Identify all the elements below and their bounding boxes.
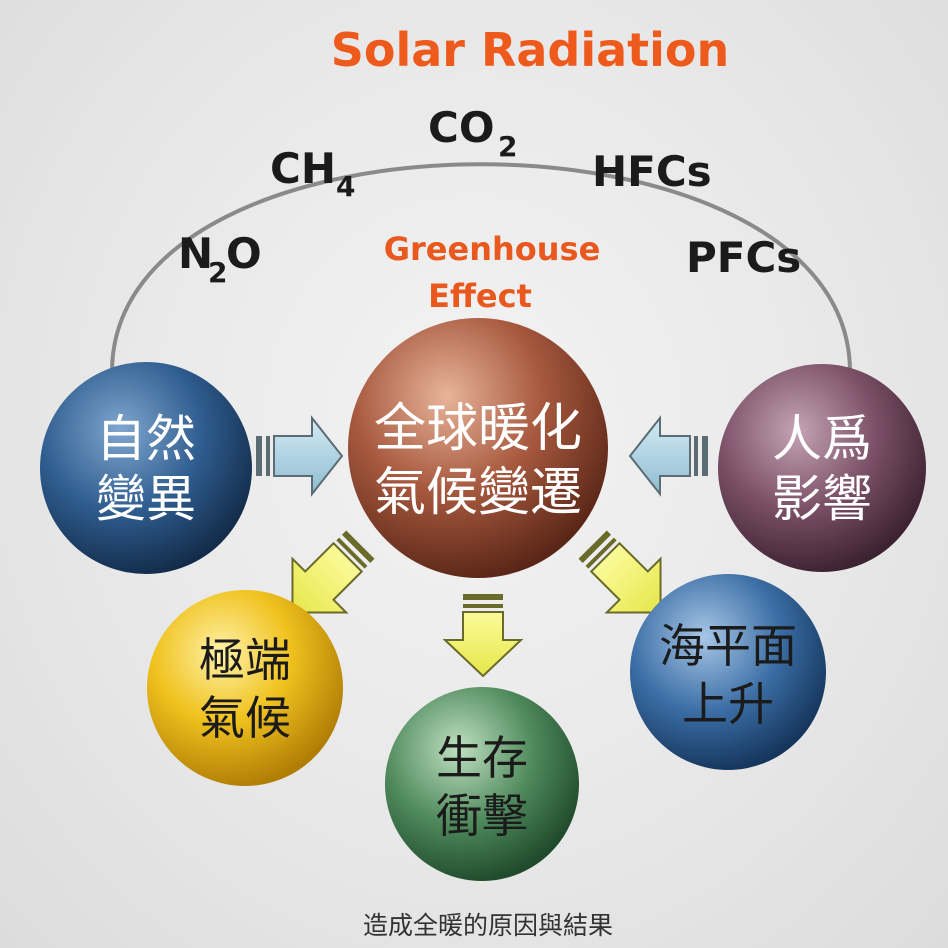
gas-pfcs: PFCs xyxy=(686,233,801,282)
gas-n2o-o: O xyxy=(226,229,262,278)
sphere-human-line2: 影響 xyxy=(772,470,872,528)
gas-ch4-sub: 4 xyxy=(336,170,355,203)
sphere-survival-line2: 衝擊 xyxy=(436,789,528,843)
gas-ch4-main: CH xyxy=(270,144,336,193)
sphere-extreme-line2: 氣候 xyxy=(199,691,291,745)
sphere-human-influence: 人爲 影響 xyxy=(718,364,926,572)
sphere-sealevel-line1: 海平面 xyxy=(659,619,797,673)
greenhouse-line1: Greenhouse xyxy=(384,230,601,268)
sphere-natural-line1: 自然 xyxy=(96,410,196,468)
sphere-survival-line1: 生存 xyxy=(436,731,528,785)
gas-n2o-sub: 2 xyxy=(208,256,227,289)
sphere-center-line2: 氣候變遷 xyxy=(374,463,582,523)
greenhouse-line2: Effect xyxy=(428,277,532,315)
gas-hfcs: HFCs xyxy=(592,147,712,196)
arrow-natural-to-center xyxy=(256,415,344,497)
title: Solar Radiation xyxy=(331,23,730,77)
sphere-human-line1: 人爲 xyxy=(772,410,872,468)
sphere-natural-variation: 自然 變異 xyxy=(40,362,252,574)
sphere-sea-level-rise: 海平面 上升 xyxy=(630,574,826,770)
gas-co2-sub: 2 xyxy=(498,130,517,163)
sphere-global-warming: 全球暖化 氣候變遷 xyxy=(348,318,608,578)
sphere-survival-impact: 生存 衝擊 xyxy=(385,687,579,881)
gas-n2o: N 2 O xyxy=(178,229,262,289)
gas-co2: CO 2 xyxy=(428,103,517,163)
gas-n2o-n: N xyxy=(178,229,213,278)
sphere-natural-line2: 變異 xyxy=(96,470,196,528)
arrow-human-to-center xyxy=(628,415,708,497)
sphere-center-line1: 全球暖化 xyxy=(374,399,582,459)
atmosphere-arc xyxy=(110,162,852,373)
gas-co2-main: CO xyxy=(428,103,495,152)
arrow-center-to-extreme xyxy=(291,530,375,614)
sphere-extreme-line1: 極端 xyxy=(199,633,291,687)
sphere-sealevel-line2: 上升 xyxy=(682,677,774,731)
sphere-extreme-climate: 極端 氣候 xyxy=(147,590,343,786)
gas-ch4: CH 4 xyxy=(270,144,355,203)
arrow-center-to-survival xyxy=(442,594,524,678)
arrow-center-to-sealevel xyxy=(578,530,662,614)
caption: 造成全暖的原因與結果 xyxy=(363,911,613,940)
